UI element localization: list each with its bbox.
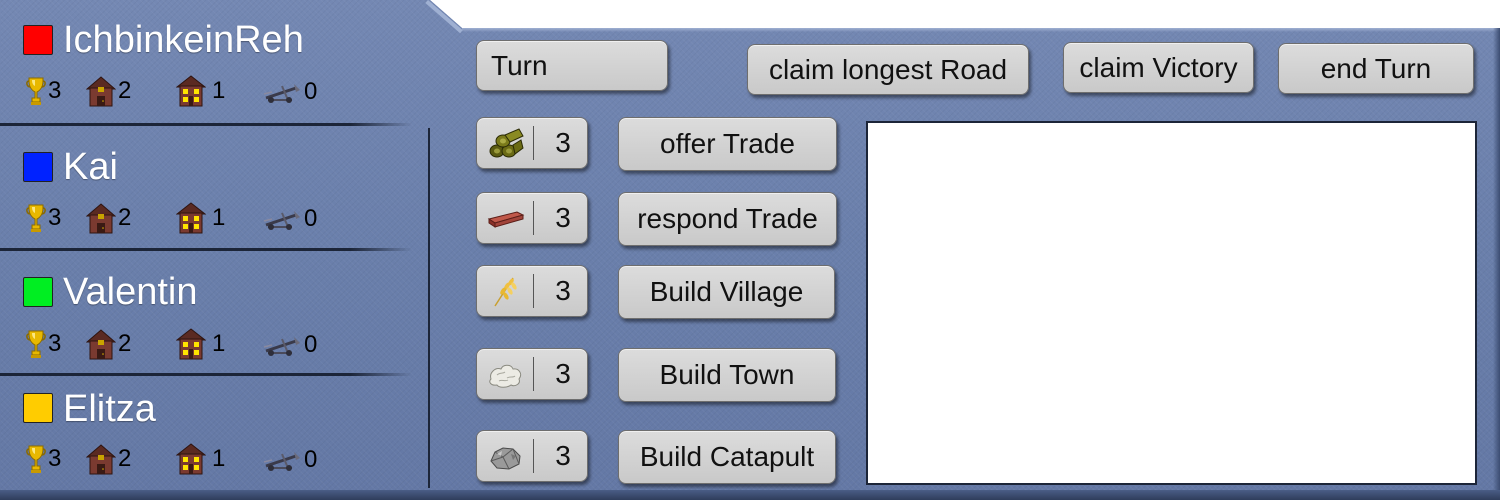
town-icon <box>176 328 206 360</box>
catapults-stat: 0 <box>262 331 317 359</box>
village-icon <box>86 202 116 234</box>
villages-count: 2 <box>118 445 132 472</box>
resource-ore: 3 <box>476 430 588 482</box>
catapults-count: 0 <box>304 205 318 232</box>
town-icon <box>176 443 206 475</box>
catapult-icon <box>262 333 302 357</box>
resource-wheat: 3 <box>476 265 588 317</box>
catapults-count: 0 <box>304 446 318 473</box>
catapults-stat: 0 <box>262 205 317 233</box>
wool-icon <box>489 364 522 388</box>
player-separator <box>0 373 412 376</box>
player-color-swatch <box>23 277 53 307</box>
villages-stat: 2 <box>86 443 131 475</box>
village-icon <box>86 75 116 107</box>
village-icon <box>86 328 116 360</box>
panel-edge <box>0 490 1500 500</box>
panel-edge <box>462 28 1500 32</box>
player-color-swatch <box>23 393 53 423</box>
trophy-icon <box>26 329 46 359</box>
wood-icon <box>489 128 524 158</box>
catapult-icon <box>262 448 302 472</box>
column-separator <box>428 128 430 488</box>
build-village-button[interactable]: Build Village <box>618 265 835 319</box>
resource-count: 3 <box>555 440 571 471</box>
player-name: IchbinkeinReh <box>63 19 304 61</box>
resource-count: 3 <box>555 358 571 389</box>
player-card: Kai 3 2 1 0 <box>0 126 420 250</box>
trophy-icon <box>26 76 46 106</box>
towns-count: 1 <box>212 204 226 231</box>
claim-victory-button[interactable]: claim Victory <box>1063 42 1254 93</box>
victory-points-stat: 3 <box>26 329 61 359</box>
villages-stat: 2 <box>86 75 131 107</box>
player-name: Elitza <box>63 388 156 430</box>
catapults-stat: 0 <box>262 78 317 106</box>
towns-stat: 1 <box>176 202 225 234</box>
victory-points-count: 3 <box>48 445 62 472</box>
player-separator <box>0 248 412 251</box>
end-turn-button[interactable]: end Turn <box>1278 43 1474 94</box>
towns-stat: 1 <box>176 443 225 475</box>
catapults-count: 0 <box>304 331 318 358</box>
player-card: IchbinkeinReh 3 2 1 0 <box>0 0 420 124</box>
catapult-icon <box>262 207 302 231</box>
resource-count: 3 <box>555 202 571 233</box>
village-icon <box>86 443 116 475</box>
villages-stat: 2 <box>86 202 131 234</box>
player-name: Valentin <box>63 271 198 313</box>
game-log[interactable] <box>866 121 1477 485</box>
villages-count: 2 <box>118 77 132 104</box>
player-separator <box>0 123 412 126</box>
player-color-swatch <box>23 25 53 55</box>
brick-icon <box>487 211 525 228</box>
victory-points-stat: 3 <box>26 76 61 106</box>
towns-stat: 1 <box>176 328 225 360</box>
victory-points-count: 3 <box>48 330 62 357</box>
villages-count: 2 <box>118 330 132 357</box>
player-color-swatch <box>23 152 53 182</box>
resource-wool: 3 <box>476 348 588 400</box>
resource-divider <box>533 357 534 391</box>
resource-wood: 3 <box>476 117 588 169</box>
ore-icon <box>490 447 521 470</box>
build-catapult-button[interactable]: Build Catapult <box>618 430 836 484</box>
turn-indicator: Turn <box>476 40 668 91</box>
victory-points-count: 3 <box>48 204 62 231</box>
claim-longest-road-button[interactable]: claim longest Road <box>747 44 1029 95</box>
respond-trade-button[interactable]: respond Trade <box>618 192 837 246</box>
villages-count: 2 <box>118 204 132 231</box>
victory-points-stat: 3 <box>26 203 61 233</box>
towns-count: 1 <box>212 77 226 104</box>
catapults-stat: 0 <box>262 446 317 474</box>
player-name: Kai <box>63 146 118 188</box>
trophy-icon <box>26 203 46 233</box>
offer-trade-button[interactable]: offer Trade <box>618 117 837 171</box>
catapults-count: 0 <box>304 78 318 105</box>
town-icon <box>176 75 206 107</box>
resource-count: 3 <box>555 275 571 306</box>
wheat-icon <box>494 277 517 307</box>
towns-count: 1 <box>212 330 226 357</box>
panel-edge <box>1493 28 1500 500</box>
player-card: Elitza 3 2 1 0 <box>0 376 420 500</box>
trophy-icon <box>26 444 46 474</box>
resource-divider <box>533 126 534 160</box>
towns-count: 1 <box>212 445 226 472</box>
victory-points-count: 3 <box>48 77 62 104</box>
resource-count: 3 <box>555 127 571 158</box>
victory-points-stat: 3 <box>26 444 61 474</box>
villages-stat: 2 <box>86 328 131 360</box>
resource-divider <box>533 201 534 235</box>
player-card: Valentin 3 2 1 0 <box>0 251 420 375</box>
resource-divider <box>533 439 534 473</box>
towns-stat: 1 <box>176 75 225 107</box>
resource-brick: 3 <box>476 192 588 244</box>
town-icon <box>176 202 206 234</box>
catapult-icon <box>262 80 302 104</box>
build-town-button[interactable]: Build Town <box>618 348 836 402</box>
resource-divider <box>533 274 534 308</box>
